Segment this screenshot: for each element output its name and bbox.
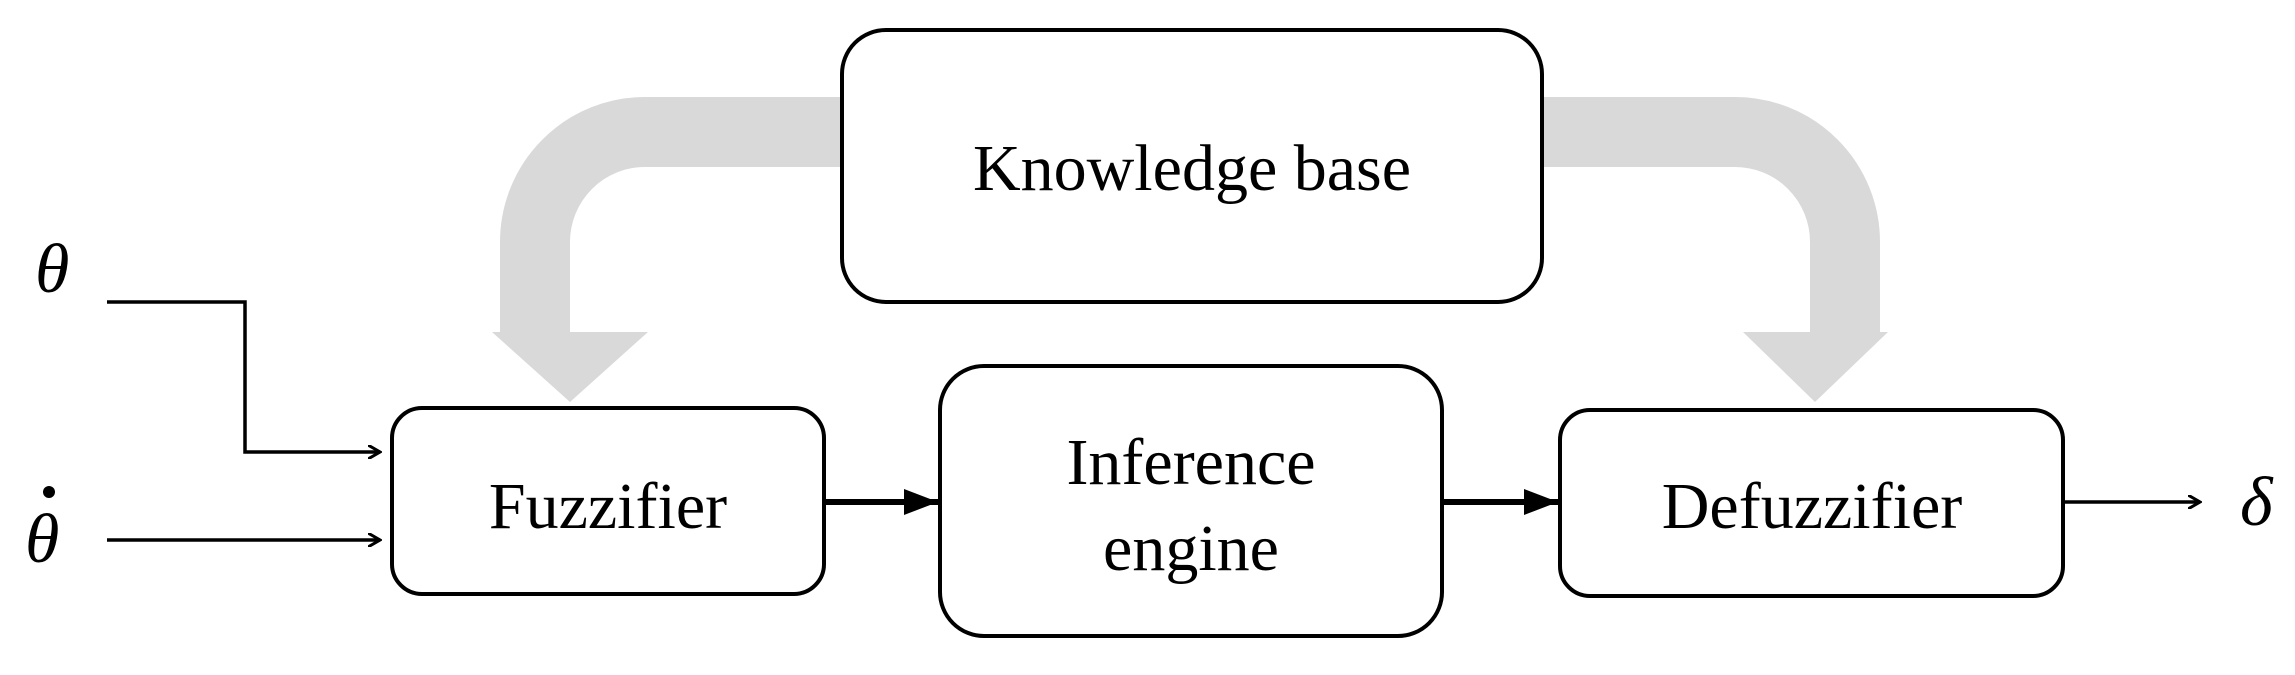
defuzzifier-block: Defuzzifier bbox=[1558, 408, 2065, 598]
fuzzifier-label: Fuzzifier bbox=[489, 470, 727, 543]
inference-engine-label-line2: engine bbox=[1103, 512, 1279, 585]
kb-to-defuzzifier-flow-arrow bbox=[1540, 97, 1888, 402]
theta-input-line bbox=[107, 300, 380, 452]
inference-engine-block: Inference engine bbox=[938, 364, 1444, 638]
knowledge-base-block: Knowledge base bbox=[840, 28, 1544, 304]
theta-dot-label: θ bbox=[25, 501, 59, 578]
kb-to-fuzzifier-flow-arrow bbox=[492, 97, 845, 402]
inference-engine-label-line1: Inference bbox=[1066, 426, 1315, 499]
knowledge-base-label: Knowledge base bbox=[973, 132, 1411, 205]
fuzzifier-block: Fuzzifier bbox=[390, 406, 826, 596]
delta-label: δ bbox=[2240, 464, 2274, 541]
theta-dot-mark bbox=[43, 486, 55, 498]
theta-dot-label-group: θ bbox=[25, 486, 59, 578]
theta-label: θ bbox=[35, 231, 69, 308]
defuzzifier-label: Defuzzifier bbox=[1662, 470, 1962, 543]
